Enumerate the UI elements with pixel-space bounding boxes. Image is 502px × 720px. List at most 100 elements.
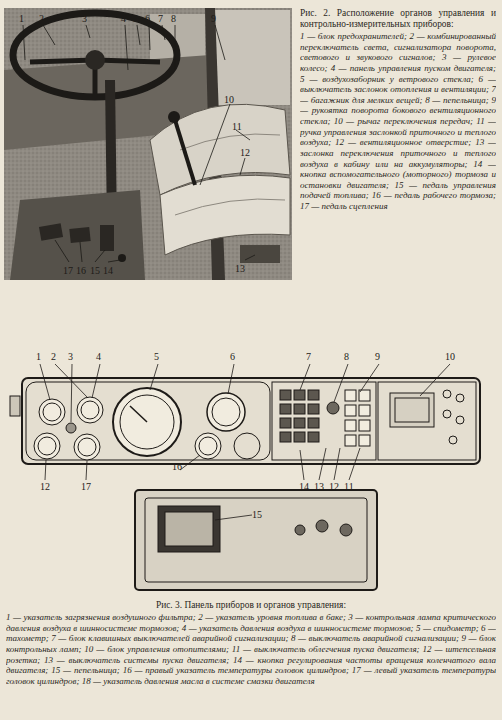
instrument-panel (39, 399, 65, 425)
instrument-panel (86, 461, 87, 480)
instrument-panel (150, 364, 158, 390)
switch-block (308, 418, 319, 428)
legend-text: 1 — указатель загрязнения воздушного фил… (6, 612, 496, 686)
caption-column: Рис. 2. Расположение органов управления … (300, 8, 496, 300)
cab-photo (168, 111, 180, 123)
switch-block (294, 418, 305, 428)
callout-number: 17 (81, 482, 91, 492)
cab-photo (86, 25, 90, 38)
callout-number: 14 (103, 266, 113, 276)
instrument-panel (319, 448, 326, 480)
switch-block (280, 432, 291, 442)
cab-photo (100, 225, 114, 251)
cab-photo (240, 158, 245, 175)
callout-number: 7 (306, 352, 311, 362)
cab-photo (69, 227, 90, 243)
cab-photo (108, 260, 120, 262)
callout-number: 12 (329, 482, 339, 492)
instrument-panel (195, 433, 221, 459)
cab-photo (23, 25, 25, 60)
callout-number: 9 (375, 352, 380, 362)
callout-number: 5 (154, 352, 159, 362)
callout-number: 12 (40, 482, 50, 492)
instrument-panel (456, 416, 464, 424)
instrument-panel (135, 490, 377, 590)
cab-photo (125, 25, 128, 70)
cab-photo (10, 190, 145, 280)
instrument-panel (40, 364, 450, 520)
cab-photo (118, 254, 126, 262)
instrument-panel (38, 437, 56, 455)
switch-block (345, 420, 356, 431)
callout-number: 10 (224, 95, 234, 105)
cab-photo (80, 242, 82, 262)
callout-number: 2 (51, 352, 56, 362)
switch-block (280, 418, 291, 428)
cab-photo (4, 8, 292, 280)
instrument-panel (40, 364, 50, 400)
cab-photo (85, 50, 105, 70)
callout-number: 6 (145, 14, 150, 24)
callout-number: 13 (314, 482, 324, 492)
callout-number: 15 (252, 510, 262, 520)
instrument-panel (165, 512, 213, 546)
instrument-panel (26, 382, 270, 460)
instrument-panel (378, 382, 476, 460)
cab-photo (39, 223, 63, 241)
instrument-panel (449, 436, 457, 444)
instrument-panel (327, 402, 339, 414)
instrument-panel (45, 460, 46, 480)
cab-photo (162, 25, 165, 40)
callout-number: 17 (63, 266, 73, 276)
switch-block (294, 404, 305, 414)
callout-number: 4 (96, 352, 101, 362)
instrument-panel (199, 437, 217, 455)
callout-number: 16 (172, 462, 182, 472)
instrument-panel (10, 396, 20, 416)
cab-photo (175, 120, 195, 185)
switch-block (308, 432, 319, 442)
figure-title: Рис. 3. Панель приборов и органов управл… (6, 600, 496, 611)
instrument-panel (145, 498, 367, 582)
instrument-panel (420, 364, 450, 396)
cab-photo (200, 104, 230, 185)
instrument-panel (272, 382, 376, 460)
switch-block (359, 405, 370, 416)
cab-photo (4, 8, 292, 280)
instrument-panel (22, 378, 480, 464)
callout-number: 8 (171, 14, 176, 24)
instrument-panel (74, 434, 100, 460)
instrument-panel (43, 403, 61, 421)
instrument-panel (456, 394, 464, 402)
instrument-panel (81, 401, 99, 419)
callout-number: 3 (82, 14, 87, 24)
cab-photo (23, 25, 255, 262)
switch-block (280, 390, 291, 400)
callout-number: 7 (158, 14, 163, 24)
cab-photo (175, 25, 176, 70)
switch-block (345, 405, 356, 416)
instrument-panel (92, 364, 100, 398)
instrument-panel (340, 524, 352, 536)
callout-number: 13 (235, 264, 245, 274)
cab-photo (240, 245, 280, 263)
cab-photo (175, 199, 285, 215)
cab-photo (13, 13, 177, 97)
cab-photo (160, 175, 290, 255)
switch-block (294, 432, 305, 442)
instrument-panel (34, 433, 60, 459)
instrument-panel (180, 455, 200, 470)
callout-number: 2 (39, 14, 44, 24)
switch-block (345, 435, 356, 446)
caption-column: Рис. 3. Панель приборов и органов управл… (6, 600, 496, 716)
callout-number: 1 (19, 14, 24, 24)
instrument-panel (158, 506, 220, 552)
callout-number: 11 (232, 122, 242, 132)
instrument-panel (77, 397, 103, 423)
switch-block (359, 420, 370, 431)
switch-block (280, 404, 291, 414)
instrument-panel (349, 448, 360, 480)
callout-number: 5 (133, 14, 138, 24)
callout-number: 16 (76, 266, 86, 276)
callout-number: 9 (211, 14, 216, 24)
